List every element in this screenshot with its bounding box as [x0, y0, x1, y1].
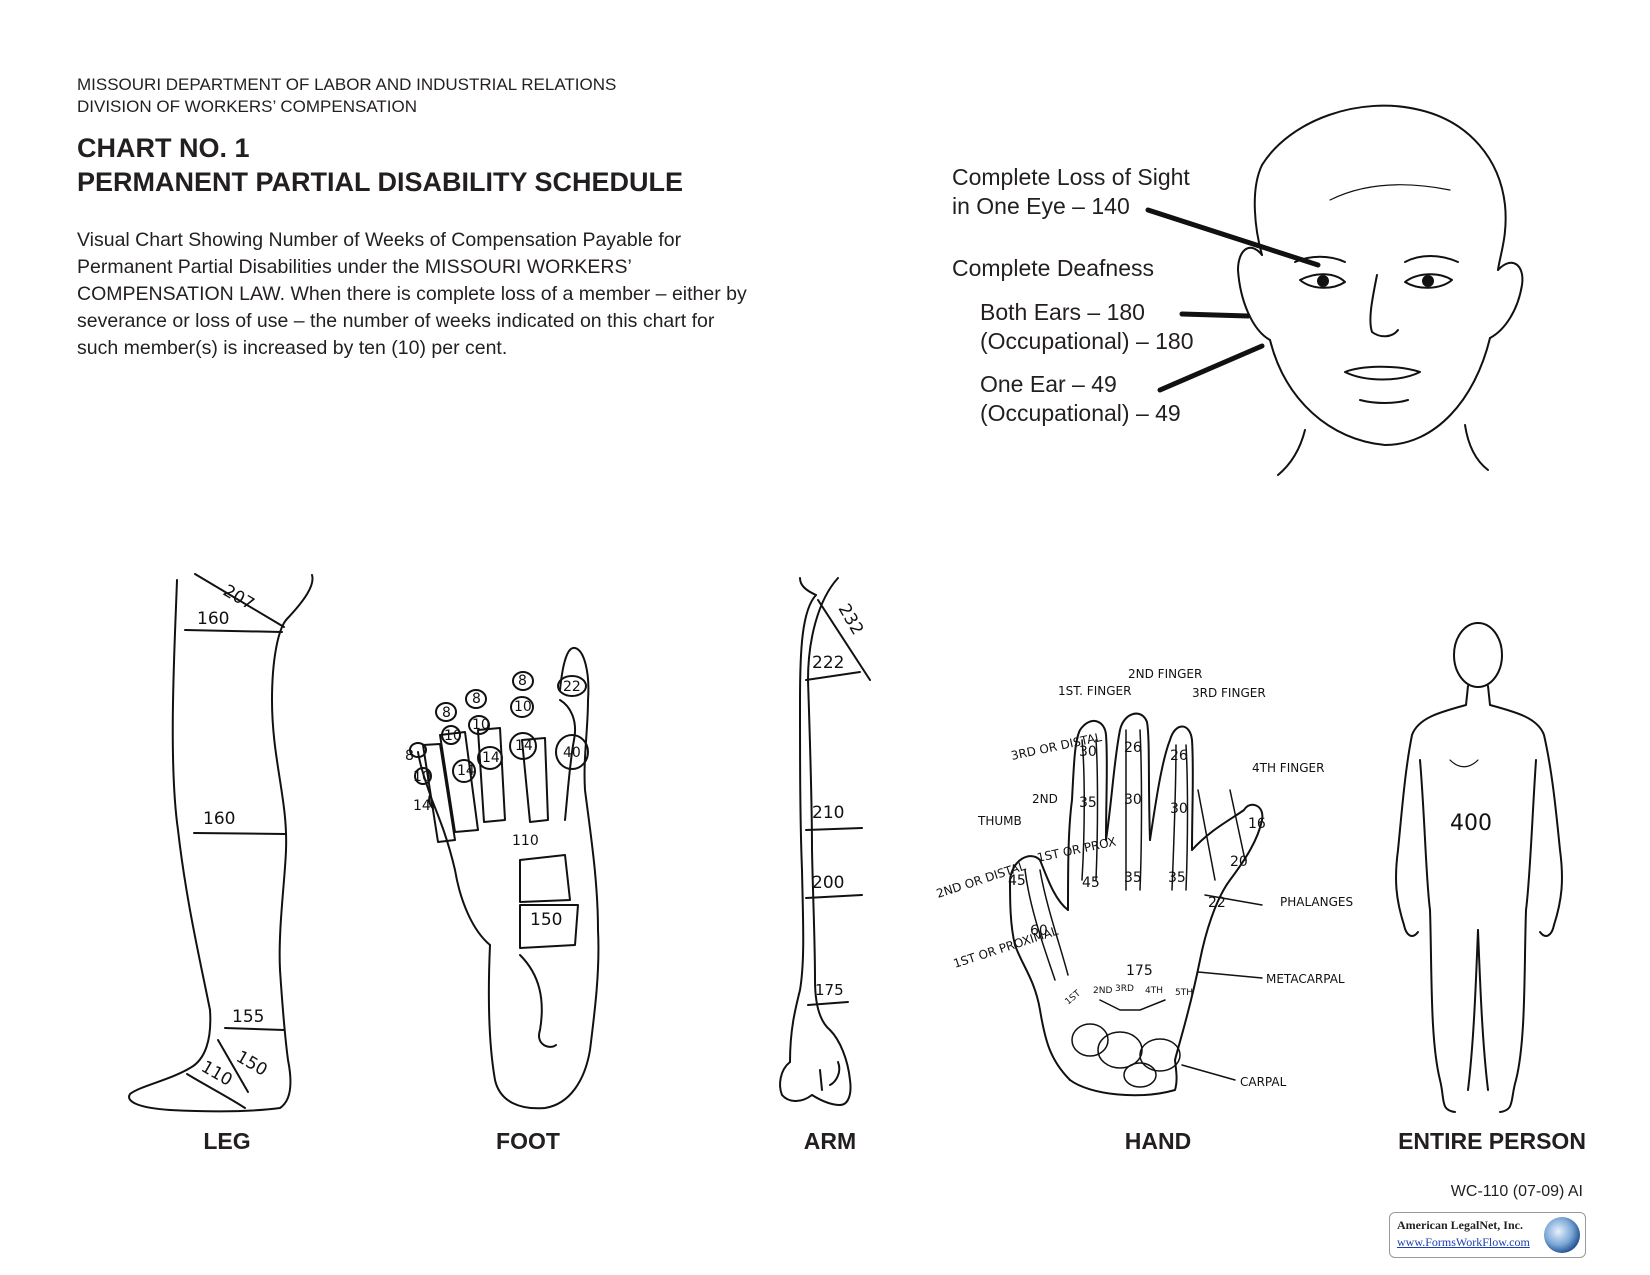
form-number: WC-110 (07-09) AI [1450, 1183, 1583, 1200]
hand-f2-proximal: 35 [1124, 870, 1142, 886]
leg-value-thigh: 160 [197, 609, 229, 629]
sight-line1: Complete Loss of Sight [952, 164, 1190, 190]
intro-paragraph: Visual Chart Showing Number of Weeks of … [77, 229, 747, 359]
foot-toe4-proximal: 14 [457, 763, 475, 779]
leg-drawing [128, 573, 314, 1113]
logo-url-link[interactable]: www.FormsWorkFlow.com [1397, 1235, 1530, 1249]
hand-label-m4: 4TH [1145, 986, 1163, 996]
foot-toe5-distal: 8 [405, 748, 414, 764]
hand-label-m5: 5TH [1175, 988, 1193, 998]
both-ears-line2: (Occupational) – 180 [980, 328, 1194, 354]
caption-hand: HAND [1124, 1128, 1192, 1154]
hand-thumb-proximal: 60 [1030, 923, 1048, 939]
foot-toe3-distal: 8 [472, 691, 481, 707]
foot-toe2-distal: 8 [518, 673, 527, 689]
hand-drawing [1009, 712, 1264, 1097]
hand-metacarpal-value: 175 [1126, 963, 1153, 979]
face-leader-lines [1145, 207, 1321, 393]
hand-label-m3: 3RD [1115, 984, 1134, 994]
agency-line1: MISSOURI DEPARTMENT OF LABOR AND INDUSTR… [77, 75, 617, 94]
hand-f1-middle: 35 [1079, 795, 1097, 811]
hand-label-finger1: 1ST. FINGER [1058, 684, 1131, 698]
arm-value-elbow: 210 [812, 803, 844, 823]
foot-toe4-distal: 8 [442, 705, 451, 721]
both-ears-label: Both Ears – 180 (Occupational) – 180 [980, 298, 1194, 356]
hand-f2-middle: 30 [1124, 792, 1142, 808]
person-value: 400 [1450, 811, 1492, 836]
hand-label-phalanges: PHALANGES [1280, 895, 1353, 909]
hand-f3-middle: 30 [1170, 801, 1188, 817]
arm-value-forearm: 200 [812, 873, 844, 893]
caption-entire-person: ENTIRE PERSON [1398, 1128, 1586, 1154]
foot-value-metatarsal: 110 [512, 833, 539, 849]
foot-toe5-proximal: 14 [413, 798, 431, 814]
legalnet-logo[interactable]: American LegalNet, Inc. www.FormsWorkFlo… [1389, 1212, 1586, 1258]
foot-big-toe-distal: 22 [563, 679, 581, 695]
schedule-title: PERMANENT PARTIAL DISABILITY SCHEDULE [77, 167, 684, 197]
one-ear-line2: (Occupational) – 49 [980, 400, 1181, 426]
chart-number: CHART NO. 1 [77, 133, 250, 163]
foot-toe4-middle: 10 [444, 728, 462, 744]
hand-f4-distal: 16 [1248, 816, 1266, 832]
hand-label-second: 2ND [1032, 792, 1058, 806]
agency-line2: DIVISION OF WORKERS’ COMPENSATION [77, 97, 418, 116]
hand-f4-proximal: 22 [1208, 895, 1226, 911]
hand-label-first-prox: 1ST OR PROX [1036, 835, 1118, 865]
hand-label-finger2: 2ND FINGER [1128, 667, 1202, 681]
foot-value-whole: 150 [530, 910, 562, 930]
hand-f2-distal: 26 [1124, 740, 1142, 756]
globe-icon [1544, 1217, 1580, 1253]
hand-label-m1: 1ST [1064, 988, 1084, 1007]
hand-label-finger4: 4TH FINGER [1252, 761, 1324, 775]
chart-values: 207 160 160 155 150 110 22 40 8 10 14 11… [197, 581, 1492, 1091]
hand-label-thumb: THUMB [977, 814, 1022, 828]
hand-f3-distal: 26 [1170, 748, 1188, 764]
logo-company-name: American LegalNet, Inc. [1397, 1218, 1523, 1232]
hand-label-carpal: CARPAL [1240, 1075, 1287, 1089]
hand-f4-middle: 20 [1230, 854, 1248, 870]
hand-thumb-distal: 45 [1008, 873, 1026, 889]
leg-value-knee: 160 [203, 809, 235, 829]
face-drawing [1237, 104, 1524, 476]
foot-toe3-proximal: 14 [482, 750, 500, 766]
chart-title: CHART NO. 1 PERMANENT PARTIAL DISABILITY… [77, 131, 683, 199]
hand-label-m2: 2ND [1093, 986, 1112, 996]
one-ear-line1: One Ear – 49 [980, 371, 1117, 397]
hand-label-metacarpal: METACARPAL [1266, 972, 1345, 986]
caption-leg: LEG [203, 1128, 251, 1154]
foot-big-toe-proximal: 40 [563, 745, 581, 761]
hand-f3-proximal: 35 [1168, 870, 1186, 886]
hand-label-finger3: 3RD FINGER [1192, 686, 1266, 700]
arm-value-upper: 222 [812, 653, 844, 673]
foot-toe2-middle: 10 [514, 699, 532, 715]
caption-foot: FOOT [496, 1128, 560, 1154]
one-ear-label: One Ear – 49 (Occupational) – 49 [980, 370, 1181, 428]
arm-drawing [779, 577, 871, 1106]
hand-f1-distal: 30 [1079, 744, 1097, 760]
person-drawing [1395, 622, 1563, 1113]
sight-loss-label: Complete Loss of Sight in One Eye – 140 [952, 163, 1190, 221]
leg-value-ankle: 155 [232, 1007, 264, 1027]
arm-value-wrist: 175 [815, 981, 844, 999]
foot-drawing [409, 647, 600, 1110]
foot-toe5-middle: 10 [413, 769, 431, 785]
foot-toe3-middle: 10 [472, 717, 490, 733]
hand-f1-proximal: 45 [1082, 875, 1100, 891]
agency-header: MISSOURI DEPARTMENT OF LABOR AND INDUSTR… [77, 74, 616, 118]
foot-toe2-proximal: 14 [515, 738, 533, 754]
both-ears-line1: Both Ears – 180 [980, 299, 1145, 325]
caption-arm: ARM [803, 1128, 857, 1154]
sight-line2: in One Eye – 140 [952, 193, 1130, 219]
deafness-label: Complete Deafness [952, 255, 1154, 281]
